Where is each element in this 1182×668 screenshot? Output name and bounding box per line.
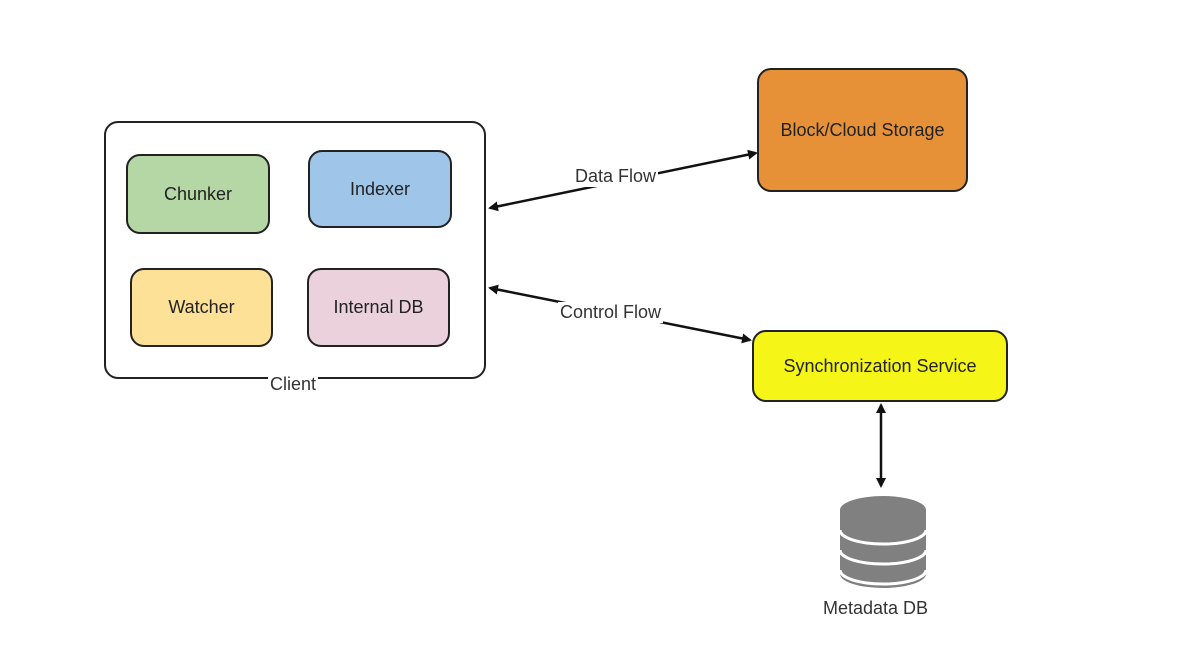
block-cloud-storage-box[interactable]: Block/Cloud Storage (757, 68, 968, 192)
synchronization-service-box[interactable]: Synchronization Service (752, 330, 1008, 402)
database-icon (838, 496, 928, 588)
chunker-box[interactable]: Chunker (126, 154, 270, 234)
indexer-box[interactable]: Indexer (308, 150, 452, 228)
data-flow-label: Data Flow (573, 166, 659, 187)
watcher-box[interactable]: Watcher (130, 268, 273, 347)
internal-db-box[interactable]: Internal DB (307, 268, 450, 347)
control-flow-label: Control Flow (558, 302, 664, 323)
metadata-db-label: Metadata DB (821, 598, 931, 619)
client-label: Client (268, 374, 319, 395)
